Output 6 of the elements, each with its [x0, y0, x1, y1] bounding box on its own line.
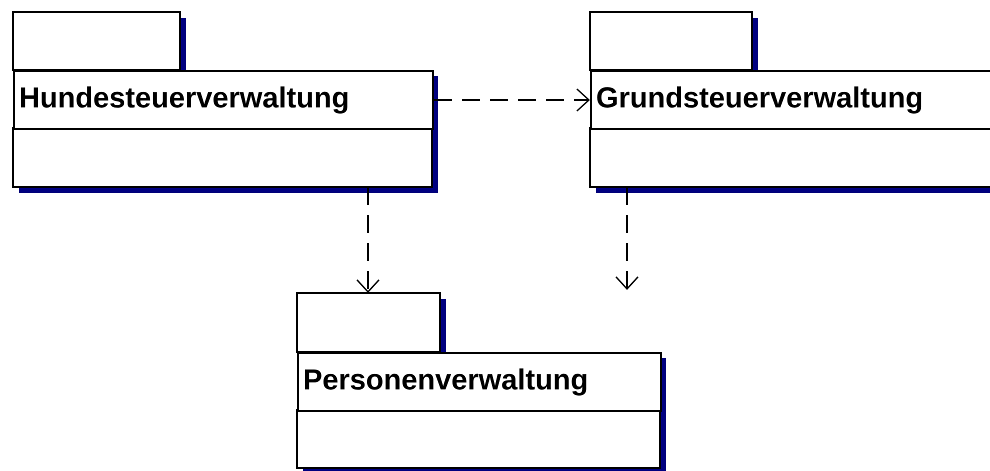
package-box: Grundsteuerverwaltung	[589, 11, 990, 193]
dependency-arrow	[615, 187, 639, 290]
package-box: Personenverwaltung	[296, 292, 666, 471]
dependency-arrow	[356, 187, 380, 293]
dependency-arrow	[434, 88, 590, 112]
package-box: Hundesteuerverwaltung	[12, 11, 438, 193]
